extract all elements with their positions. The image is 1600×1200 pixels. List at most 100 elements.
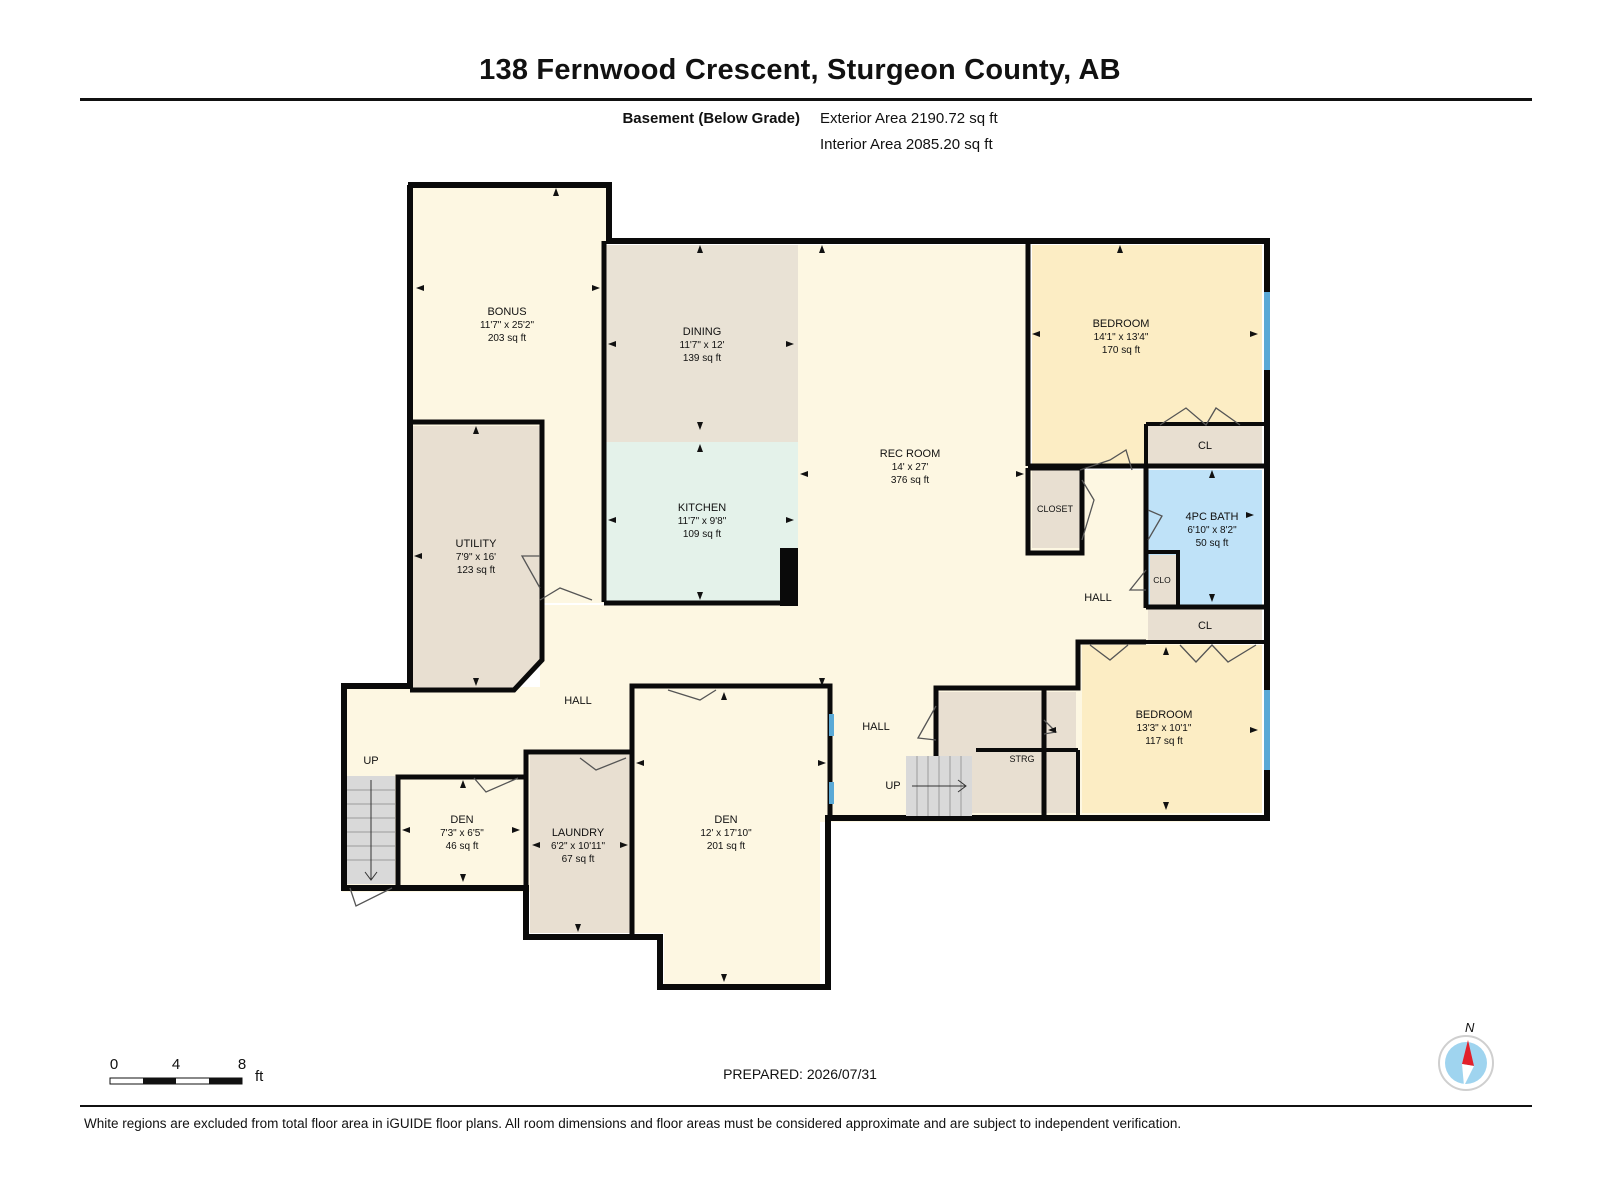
svg-text:123 sq ft: 123 sq ft	[457, 565, 496, 576]
cl-mid-floor	[1148, 609, 1262, 642]
kitchen-floor	[606, 442, 798, 602]
svg-text:14'1" x 13'4": 14'1" x 13'4"	[1094, 332, 1149, 343]
label-hall-right: HALL	[1084, 592, 1112, 604]
prepared-date: PREPARED: 2026/07/31	[723, 1066, 877, 1082]
label-cl-mid: CL	[1198, 620, 1212, 632]
closet-floor	[1032, 470, 1080, 548]
interior-area: Interior Area 2085.20 sq ft	[820, 136, 993, 153]
room-labels: BONUS 11'7" x 25'2" 203 sq ft DINING 11'…	[363, 306, 1238, 865]
svg-text:DINING: DINING	[683, 326, 722, 338]
label-clo: CLO	[1153, 575, 1171, 585]
svg-text:13'3" x 10'1": 13'3" x 10'1"	[1137, 723, 1192, 734]
svg-text:117 sq ft: 117 sq ft	[1145, 736, 1183, 747]
svg-text:7'9" x 16': 7'9" x 16'	[456, 552, 496, 563]
svg-text:14' x 27': 14' x 27'	[892, 462, 929, 473]
label-hall-left: HALL	[564, 695, 592, 707]
svg-text:BEDROOM: BEDROOM	[1136, 709, 1193, 721]
clo-floor	[1150, 555, 1178, 605]
walls	[341, 182, 1270, 990]
svg-text:139 sq ft: 139 sq ft	[683, 353, 722, 364]
label-strg: STRG	[1009, 754, 1034, 764]
room-label-rec-room: REC ROOM 14' x 27' 376 sq ft	[880, 448, 941, 486]
doors	[349, 407, 1257, 907]
room-label-bath: 4PC BATH 6'10" x 8'2" 50 sq ft	[1186, 511, 1239, 549]
svg-text:REC ROOM: REC ROOM	[880, 448, 941, 460]
room-label-bedroom-bottom: BEDROOM 13'3" x 10'1" 117 sq ft	[1136, 709, 1193, 747]
stairs-center	[906, 756, 972, 816]
footer-disclaimer: White regions are excluded from total fl…	[84, 1116, 1182, 1131]
svg-text:50 sq ft: 50 sq ft	[1196, 538, 1229, 549]
north-label: N	[1465, 1020, 1475, 1035]
room-label-kitchen: KITCHEN 11'7" x 9'8" 109 sq ft	[678, 502, 727, 540]
room-label-den-large: DEN 12' x 17'10" 201 sq ft	[700, 814, 752, 852]
den-large-floor	[634, 690, 828, 985]
scale-tick-0: 0	[109, 1056, 119, 1073]
wall-clo	[1146, 550, 1180, 608]
scale-unit: ft	[255, 1068, 264, 1085]
wall-den-large	[629, 683, 833, 935]
svg-text:6'10" x 8'2": 6'10" x 8'2"	[1187, 525, 1237, 536]
wall-bedroom-bottom-left	[1041, 639, 1146, 818]
wall-closet	[1025, 465, 1085, 556]
title-rule	[80, 98, 1532, 101]
room-label-bedroom-top: BEDROOM 14'1" x 13'4" 170 sq ft	[1093, 318, 1150, 356]
svg-text:6'2" x 10'11": 6'2" x 10'11"	[551, 841, 606, 852]
svg-text:46 sq ft: 46 sq ft	[446, 841, 479, 852]
plan-title: 138 Fernwood Crescent, Sturgeon County, …	[479, 54, 1121, 86]
svg-text:201 sq ft: 201 sq ft	[707, 841, 746, 852]
exterior-area: Exterior Area 2190.72 sq ft	[820, 110, 998, 127]
windows	[829, 292, 1270, 804]
svg-text:7'3" x 6'5": 7'3" x 6'5"	[440, 828, 484, 839]
wall-laundry	[523, 749, 632, 937]
cl-top-floor	[1148, 425, 1262, 465]
svg-text:LAUNDRY: LAUNDRY	[552, 827, 605, 839]
room-fills	[342, 188, 1262, 985]
svg-text:12' x 17'10": 12' x 17'10"	[700, 828, 752, 839]
label-hall-center: HALL	[862, 721, 890, 733]
kitchen-pillar	[780, 548, 798, 606]
label-up-center: UP	[885, 780, 900, 792]
svg-text:170 sq ft: 170 sq ft	[1102, 345, 1141, 356]
svg-text:376 sq ft: 376 sq ft	[891, 475, 930, 486]
room-label-dining: DINING 11'7" x 12' 139 sq ft	[680, 326, 725, 364]
svg-text:DEN: DEN	[714, 814, 737, 826]
label-closet: CLOSET	[1037, 504, 1074, 514]
room-label-utility: UTILITY 7'9" x 16' 123 sq ft	[456, 538, 498, 576]
scale-tick-4: 4	[171, 1056, 181, 1073]
outer-wall	[341, 182, 1270, 990]
label-cl-top: CL	[1198, 440, 1212, 452]
wall-den-small	[395, 774, 526, 888]
footer-rule	[80, 1105, 1532, 1107]
compass-icon	[1438, 1035, 1494, 1091]
scale-tick-8: 8	[237, 1056, 247, 1073]
laundry-floor	[530, 755, 630, 933]
svg-text:KITCHEN: KITCHEN	[678, 502, 726, 514]
svg-text:UTILITY: UTILITY	[456, 538, 498, 550]
dimension-arrows	[402, 188, 1258, 982]
rec-room-floor	[798, 245, 1028, 625]
room-label-bonus: BONUS 11'7" x 25'2" 203 sq ft	[480, 306, 535, 344]
svg-text:4PC BATH: 4PC BATH	[1186, 511, 1239, 523]
room-label-den-small: DEN 7'3" x 6'5" 46 sq ft	[440, 814, 484, 852]
window-bedroom-bottom	[1264, 690, 1270, 770]
svg-text:11'7" x 9'8": 11'7" x 9'8"	[678, 516, 727, 527]
window-bedroom-top	[1264, 292, 1270, 370]
svg-text:BEDROOM: BEDROOM	[1093, 318, 1150, 330]
svg-text:203 sq ft: 203 sq ft	[488, 333, 527, 344]
svg-text:11'7" x 25'2": 11'7" x 25'2"	[480, 320, 535, 331]
utility-floor	[412, 426, 540, 690]
level-label: Basement (Below Grade)	[622, 110, 800, 127]
bedroom-bottom-floor	[1082, 645, 1262, 813]
svg-text:67 sq ft: 67 sq ft	[562, 854, 595, 865]
scale-bar	[109, 1077, 243, 1085]
dining-floor	[606, 245, 798, 442]
stairs-left	[347, 776, 395, 884]
svg-text:BONUS: BONUS	[487, 306, 526, 318]
den-small-floor	[400, 778, 522, 886]
svg-text:11'7" x 12': 11'7" x 12'	[680, 340, 725, 351]
svg-text:109 sq ft: 109 sq ft	[683, 529, 722, 540]
window-den-1	[829, 714, 834, 736]
room-label-laundry: LAUNDRY 6'2" x 10'11" 67 sq ft	[551, 827, 606, 865]
label-up-left: UP	[363, 755, 378, 767]
